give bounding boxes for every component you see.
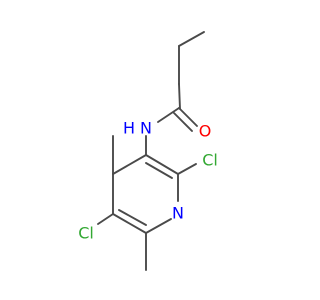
bond-carbonyl-o-b xyxy=(173,112,193,132)
amide-hydrogen-label: H xyxy=(123,119,135,138)
bond-butyl-c3-carbonyl xyxy=(178,83,181,110)
bond-c6-c5-a xyxy=(112,213,147,234)
bond-c5-cl xyxy=(97,213,114,225)
bonds xyxy=(97,31,205,271)
bond-butyl-c1-c2 xyxy=(178,31,205,47)
atom-labels: H N O N Cl Cl xyxy=(78,119,218,243)
bond-c6-c5-b xyxy=(118,209,147,226)
carbonyl-oxygen-label: O xyxy=(199,122,212,141)
ring-nitrogen-label: N xyxy=(172,204,184,223)
bond-c2-cl xyxy=(177,163,197,175)
bond-carbonyl-o-a xyxy=(178,107,198,127)
molecule-structure: H N O N Cl Cl xyxy=(78,31,218,271)
bond-c3-c2-a xyxy=(145,154,179,175)
bond-c3-c4 xyxy=(112,154,147,175)
amide-nitrogen-label: N xyxy=(140,119,152,138)
chlorine-5-label: Cl xyxy=(78,224,94,243)
bond-carbonyl-n xyxy=(157,107,180,123)
chlorine-2-label: Cl xyxy=(202,151,218,170)
bond-c3-c2-b xyxy=(145,162,173,179)
bond-n1-c6 xyxy=(145,218,172,234)
